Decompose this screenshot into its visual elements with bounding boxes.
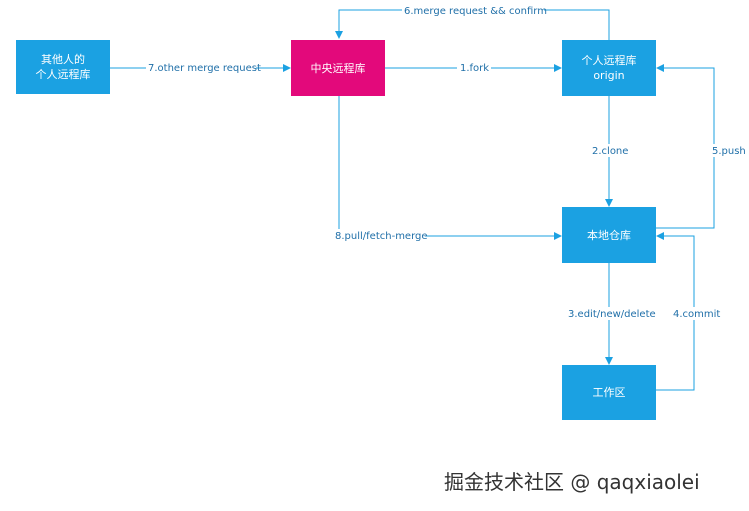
node-workspace-label: 工作区 xyxy=(592,386,626,399)
label-other-merge: 7.other merge request xyxy=(148,63,261,74)
node-workspace: 工作区 xyxy=(562,365,656,420)
node-personal-remote-line1: 个人远程库 xyxy=(581,54,637,67)
label-clone: 2.clone xyxy=(592,146,628,157)
node-local-repo: 本地仓库 xyxy=(562,207,656,263)
watermark: 掘金技术社区 @ qaqxiaolei xyxy=(444,470,700,494)
node-central-remote: 中央远程库 xyxy=(291,40,385,96)
label-pull-fetch: 8.pull/fetch-merge xyxy=(335,231,428,242)
label-fork: 1.fork xyxy=(460,63,489,74)
node-personal-remote-line2: origin xyxy=(593,69,625,82)
label-edit: 3.edit/new/delete xyxy=(568,309,656,320)
node-local-repo-label: 本地仓库 xyxy=(587,228,631,242)
label-push: 5.push xyxy=(712,146,746,157)
edge-push xyxy=(656,64,715,229)
edge-pull-fetch xyxy=(338,96,562,240)
node-central-remote-label: 中央远程库 xyxy=(310,61,366,75)
node-personal-remote: 个人远程库 origin xyxy=(562,40,656,96)
label-commit: 4.commit xyxy=(673,309,720,320)
node-others-remote-line2: 个人远程库 xyxy=(35,68,91,81)
label-merge-confirm: 6.merge request && confirm xyxy=(404,6,547,17)
node-others-remote: 其他人的 个人远程库 xyxy=(16,40,110,94)
node-others-remote-line1: 其他人的 xyxy=(41,53,85,66)
